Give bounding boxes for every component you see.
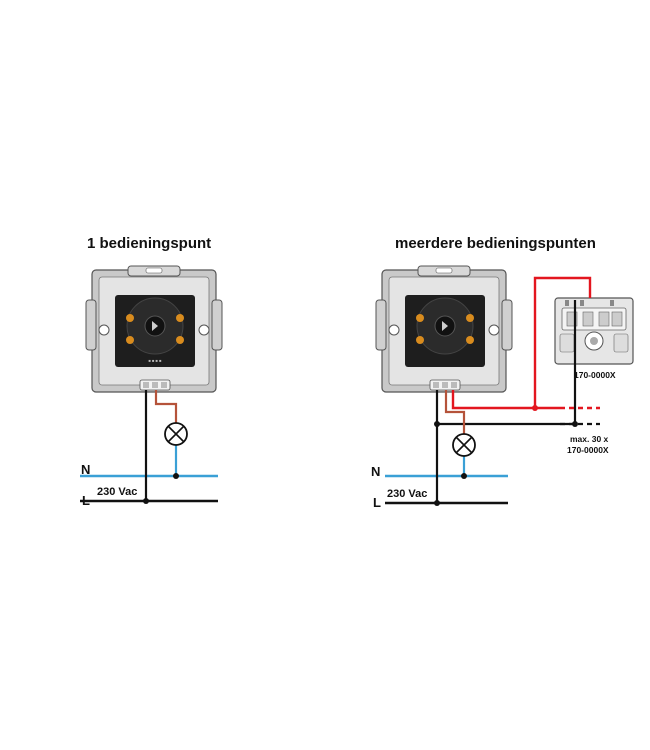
right-diagram: meerdere bedieningspunten — [371, 235, 634, 510]
extension-label: 170-0000X — [574, 370, 616, 380]
right-wires — [385, 276, 600, 506]
dimmer-mechanism-icon: ■ ■ ■ ■ — [85, 265, 223, 393]
right-l-label: L — [373, 495, 381, 510]
lamp-icon — [452, 433, 476, 457]
max-extensions-line2: 170-0000X — [567, 445, 609, 455]
left-wires — [80, 390, 218, 504]
right-title: meerdere bedieningspunten — [395, 235, 596, 252]
left-l-label: L — [82, 493, 90, 508]
svg-text:■ ■ ■ ■: ■ ■ ■ ■ — [149, 358, 163, 363]
right-voltage-label: 230 Vac — [387, 488, 427, 500]
left-title: 1 bedieningspunt — [87, 235, 211, 252]
lamp-icon — [164, 422, 188, 446]
left-diagram: 1 bedieningspunt ■ ■ ■ ■ — [80, 235, 223, 508]
left-voltage-label: 230 Vac — [97, 486, 137, 498]
right-n-label: N — [371, 464, 380, 479]
left-n-label: N — [81, 462, 90, 477]
dimmer-mechanism-icon — [375, 265, 513, 393]
extension-unit-icon — [554, 297, 634, 365]
max-extensions-line1: max. 30 x — [570, 434, 609, 444]
